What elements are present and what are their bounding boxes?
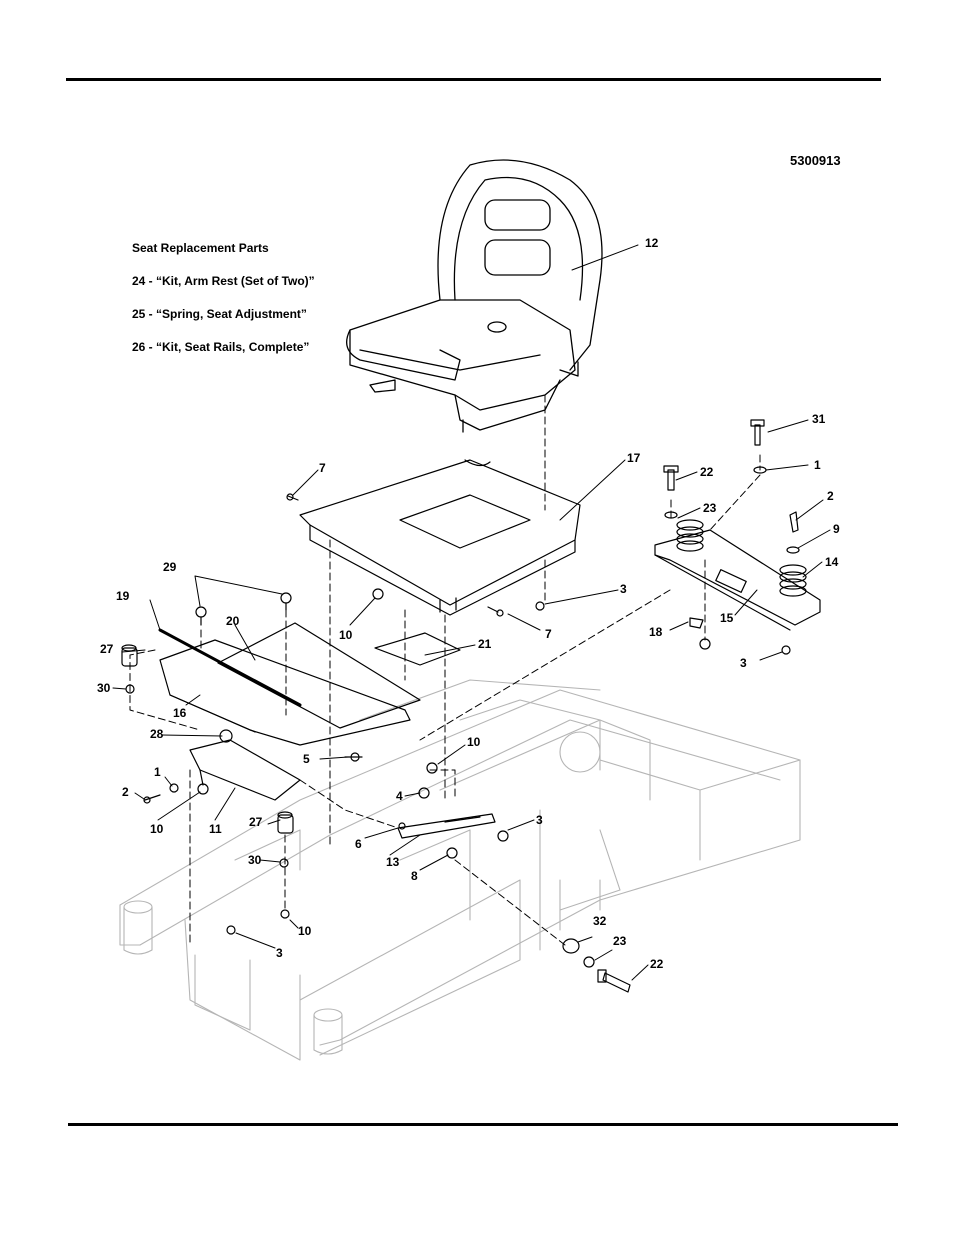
callout-10: 10 (339, 628, 353, 642)
mower-frame (120, 680, 800, 1060)
callout-7: 7 (545, 627, 552, 641)
callout-14: 14 (825, 555, 839, 569)
callout-23: 23 (613, 934, 627, 948)
callout-11: 11 (209, 822, 222, 836)
seat-support-plate-15 (655, 520, 820, 630)
callout-2: 2 (827, 489, 834, 503)
callout-21: 21 (478, 637, 492, 651)
callout-15: 15 (720, 611, 734, 625)
callout-3: 3 (536, 813, 543, 827)
callout-13: 13 (386, 855, 400, 869)
callout-19: 19 (116, 589, 130, 603)
callout-1: 1 (814, 458, 821, 472)
pad-20 (218, 623, 420, 728)
decal-21 (375, 633, 460, 665)
callout-27: 27 (100, 642, 114, 656)
callout-17: 17 (627, 451, 641, 465)
assembly-lines (130, 395, 760, 945)
seat (347, 160, 602, 432)
callout-28: 28 (150, 727, 164, 741)
callout-22: 22 (650, 957, 664, 971)
callout-10: 10 (150, 822, 164, 836)
callout-2: 2 (122, 785, 129, 799)
callout-18: 18 (649, 625, 663, 639)
callout-30: 30 (248, 853, 262, 867)
callout-3: 3 (620, 582, 627, 596)
callout-22: 22 (700, 465, 714, 479)
footer-rule (68, 1123, 898, 1126)
adjust-bar-13 (398, 814, 495, 838)
callout-27: 27 (249, 815, 263, 829)
bumper-27 (122, 645, 293, 833)
callout-12: 12 (645, 236, 659, 250)
callout-16: 16 (173, 706, 187, 720)
callout-8: 8 (411, 869, 418, 883)
bracket-11 (190, 740, 300, 800)
callout-5: 5 (303, 752, 310, 766)
callout-10: 10 (298, 924, 312, 938)
callout-31: 31 (812, 412, 826, 426)
callout-7: 7 (319, 461, 326, 475)
seat-pan-17 (300, 460, 580, 615)
callout-3: 3 (276, 946, 283, 960)
callout-20: 20 (226, 614, 240, 628)
callout-labels: 12 31 1 22 17 7 23 2 9 14 29 3 19 20 7 1… (97, 236, 840, 971)
seal-strip-19 (160, 630, 300, 705)
callout-9: 9 (833, 522, 840, 536)
spring-14 (677, 520, 806, 596)
callout-3: 3 (740, 656, 747, 670)
callout-1: 1 (154, 765, 161, 779)
callout-32: 32 (593, 914, 607, 928)
callout-23: 23 (703, 501, 717, 515)
callout-29: 29 (163, 560, 177, 574)
callout-6: 6 (355, 837, 362, 851)
callout-4: 4 (396, 789, 403, 803)
callout-10: 10 (467, 735, 481, 749)
callout-30: 30 (97, 681, 111, 695)
cover-16 (160, 640, 410, 745)
